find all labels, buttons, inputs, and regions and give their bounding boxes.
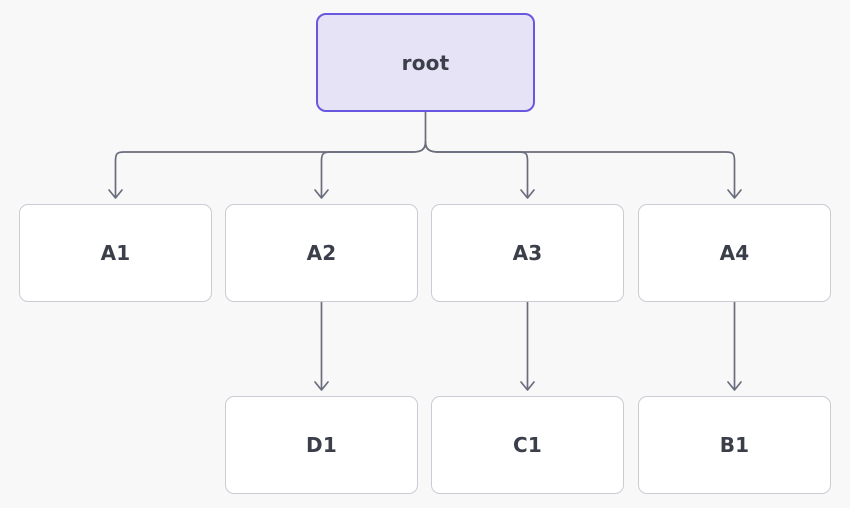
arrowhead-A4-B1-icon: [727, 381, 742, 391]
edge-root-A3: [424, 141, 529, 197]
arrowhead-A3-C1-icon: [520, 381, 535, 391]
node-root[interactable]: root: [316, 13, 535, 112]
edge-root-A2: [320, 141, 427, 197]
arrowhead-root-A1-icon: [108, 189, 123, 199]
node-a3-label: A3: [512, 241, 543, 265]
node-a2[interactable]: A2: [225, 204, 418, 302]
node-d1-label: D1: [306, 433, 337, 457]
node-c1[interactable]: C1: [431, 396, 624, 494]
node-b1-label: B1: [719, 433, 750, 457]
node-a1-label: A1: [100, 241, 131, 265]
arrowhead-root-A4-icon: [727, 189, 742, 199]
node-a3[interactable]: A3: [431, 204, 624, 302]
arrowhead-A2-D1-icon: [314, 381, 329, 391]
node-c1-label: C1: [513, 433, 542, 457]
node-a4[interactable]: A4: [638, 204, 831, 302]
arrowhead-root-A2-icon: [314, 189, 329, 199]
node-b1[interactable]: B1: [638, 396, 831, 494]
edge-root-A1: [114, 141, 427, 197]
node-a4-label: A4: [719, 241, 750, 265]
edge-root-A4: [424, 141, 736, 197]
arrowhead-root-A3-icon: [520, 189, 535, 199]
node-a1[interactable]: A1: [19, 204, 212, 302]
node-root-label: root: [401, 50, 450, 75]
node-a2-label: A2: [306, 241, 337, 265]
node-d1[interactable]: D1: [225, 396, 418, 494]
